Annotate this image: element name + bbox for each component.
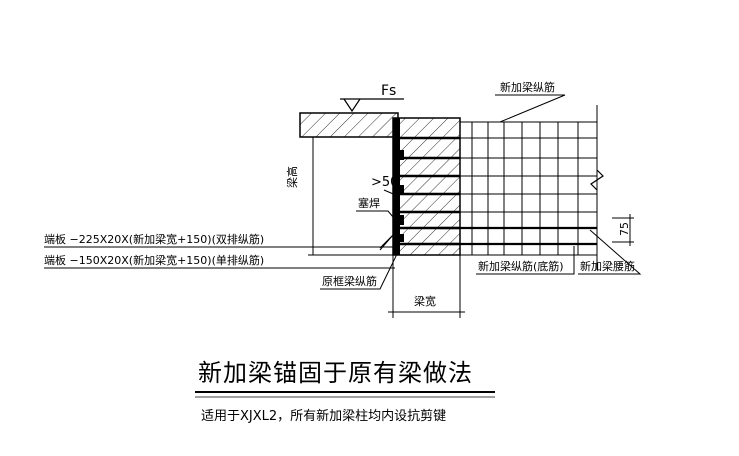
break-line-symbol (590, 169, 604, 191)
plug-weld-label: 塞焊 (358, 196, 380, 210)
gt50-leader (383, 189, 399, 197)
end-plate (393, 118, 400, 255)
beam-height-label: 梁高 (285, 166, 299, 188)
end-plate-double-label: 端板 −225X20X(新加梁宽+150)(双排纵筋) (44, 232, 264, 246)
dim-75-label: 75 (618, 222, 631, 236)
new-beam-long-bar-label: 新加梁纵筋 (500, 80, 555, 94)
new-beam-waist-bar-label: 新加梁腰筋 (580, 259, 635, 273)
beam-width-label: 梁宽 (414, 294, 436, 308)
end-plate-pointer (379, 234, 394, 251)
dim-75 (612, 214, 634, 246)
fs-label: Fs (381, 83, 396, 99)
gt50-label: >50 (371, 175, 398, 190)
plug-weld-marks (398, 150, 404, 242)
new-beam-bottom-bar-leader (476, 246, 575, 275)
existing-slab-section (299, 112, 399, 138)
level-symbol (340, 98, 404, 113)
existing-beam-section (392, 117, 461, 256)
longitudinal-bars (395, 136, 597, 246)
end-plate-single-label: 端板 −150X20X(新加梁宽+150)(单排纵筋) (44, 253, 264, 267)
new-beam-bottom-bar-label: 新加梁纵筋(底筋) (478, 259, 564, 273)
orig-frame-beam-bar-label: 原框梁纵筋 (322, 274, 377, 288)
new-beam-waist-bar-leader (578, 229, 642, 275)
orig-frame-beam-bar-leader (320, 251, 399, 290)
drawing-title: 新加梁锚固于原有梁做法 (198, 359, 473, 387)
new-beam-long-bar-leader (495, 94, 566, 123)
new-beam-rebar-grid (460, 105, 598, 270)
drawing-subtitle: 适用于XJXL2，所有新加梁柱均内设抗剪键 (201, 408, 446, 424)
beam-width-dimension (388, 255, 465, 318)
plug-weld-leader (356, 210, 400, 225)
beam-height-dimension (308, 136, 395, 256)
